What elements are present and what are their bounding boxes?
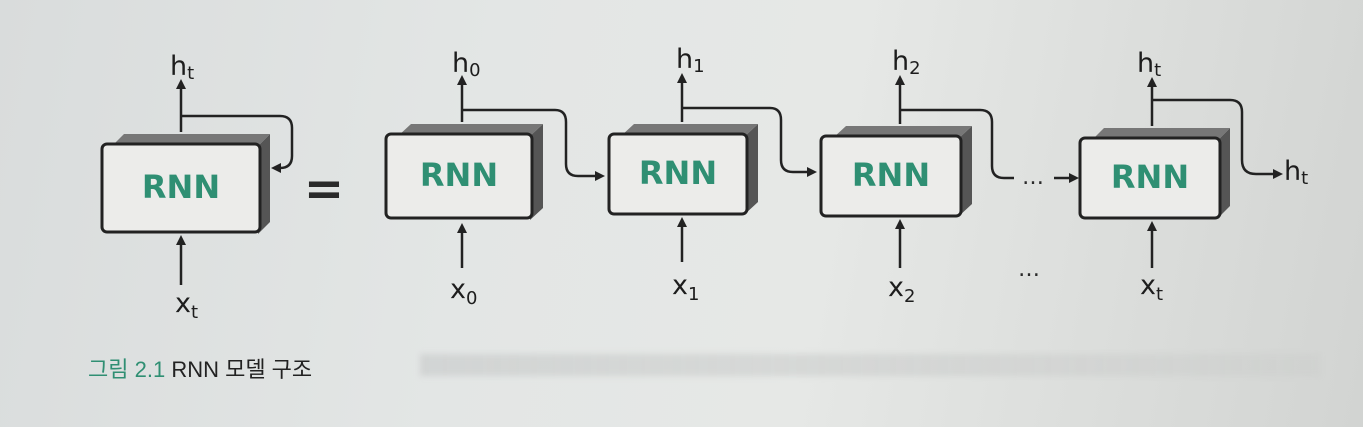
final-output-arrow — [1152, 98, 1283, 179]
input-label-0: x0 — [450, 274, 477, 309]
rnn-box-t — [1078, 136, 1222, 220]
equals-sign: = — [304, 161, 344, 217]
input-label-1: x1 — [672, 270, 699, 305]
output-label-1: h1 — [676, 44, 705, 77]
rnn-cell-0: RNN — [384, 124, 543, 220]
hidden-state-arrow-0-1 — [462, 108, 605, 181]
rnn-cell-2: RNN — [819, 126, 972, 218]
hidden-state-arrow-1-2 — [682, 106, 817, 177]
rolled-input-label: xt — [175, 288, 198, 323]
hidden-state-line-2 — [900, 108, 1014, 180]
page-bleed-through — [420, 354, 1320, 376]
rnn-label-2: RNN — [852, 156, 930, 194]
output-label-0: h0 — [452, 48, 481, 81]
rnn-box-0 — [384, 132, 534, 220]
rnn-box-1 — [607, 132, 749, 216]
ellipsis-top: … — [1022, 165, 1044, 190]
final-output-label: ht — [1284, 156, 1308, 189]
ellipsis-bottom: … — [1018, 257, 1040, 282]
output-label-2: h2 — [892, 46, 921, 79]
rnn-label-1: RNN — [639, 154, 717, 192]
input-label-t: xt — [1140, 270, 1163, 305]
rnn-cell-1: RNN — [607, 124, 758, 216]
recurrent-loop-arrow — [181, 114, 294, 173]
input-label-2: x2 — [888, 272, 915, 307]
rolled-output-label: ht — [170, 51, 194, 84]
figure-number: 그림 2.1 — [88, 357, 166, 382]
rnn-cell-t: RNN — [1078, 128, 1230, 220]
rnn-box-2 — [819, 134, 963, 218]
output-label-t: ht — [1137, 48, 1161, 81]
rnn-label-t: RNN — [1111, 158, 1189, 196]
rolled-rnn-box — [100, 142, 262, 234]
rnn-label-0: RNN — [420, 156, 498, 194]
rolled-rnn-cell: RNN — [100, 134, 270, 234]
figure-caption: 그림 2.1 RNN 모델 구조 — [88, 352, 312, 384]
rolled-rnn-label: RNN — [142, 168, 220, 206]
figure-title: RNN 모델 구조 — [171, 357, 313, 382]
